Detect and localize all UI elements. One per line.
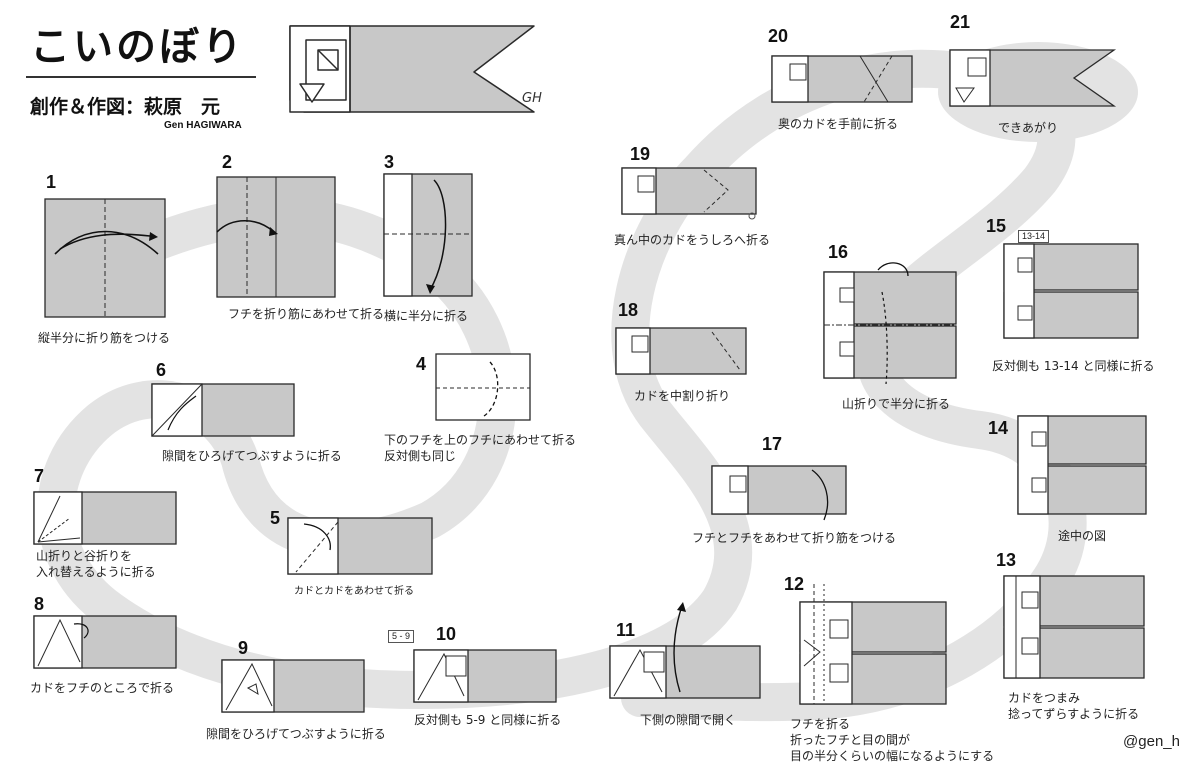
step-caption-2: フチを折り筋にあわせて折る [228, 307, 385, 321]
step-3-diagram [383, 173, 473, 297]
step-number-9: 9 [238, 638, 249, 658]
step-caption-8: カドをフチのところで折る [30, 681, 175, 695]
step-number-19: 19 [630, 144, 651, 164]
step-20-diagram [771, 55, 913, 103]
title-divider [26, 76, 256, 78]
step-number-8: 8 [34, 594, 45, 614]
author-handle: @gen_h [1123, 733, 1180, 750]
signature: GH [522, 91, 542, 106]
step-number-10: 10 [436, 624, 457, 644]
step-caption-13: カドをつまみ 捻ってずらすように折る [1008, 691, 1140, 721]
step-caption-4: 下のフチを上のフチにあわせて折る 反対側も同じ [384, 433, 577, 463]
step-number-7: 7 [34, 466, 45, 486]
step-13-diagram [1003, 575, 1145, 679]
step-11-diagram [609, 602, 761, 699]
step-10-diagram [413, 649, 557, 703]
step-caption-5: カドとカドをあわせて折る [294, 586, 414, 597]
author-credit: 創作＆作図：萩原 元 [30, 96, 221, 118]
step-number-4: 4 [416, 354, 427, 374]
step-caption-3: 横に半分に折る [384, 309, 469, 323]
step-4-diagram [435, 353, 531, 421]
step-9-diagram [221, 659, 365, 713]
step-caption-7: 山折りと谷折りを 入れ替えるように折る [36, 549, 156, 579]
step-18-diagram [615, 327, 747, 375]
step-number-16: 16 [828, 242, 849, 262]
step-caption-10: 反対側も 5-9 と同様に折る [414, 713, 562, 727]
page-title: こいのぼり [30, 24, 245, 70]
step-number-11: 11 [616, 620, 636, 640]
step-number-14: 14 [988, 418, 1009, 438]
step-16-diagram [823, 262, 957, 385]
step-number-13: 13 [996, 550, 1017, 570]
step-number-2: 2 [222, 152, 233, 172]
step-12-diagram [799, 584, 947, 705]
step-caption-18: カドを中割り折り [634, 389, 731, 403]
step-10-reference-tag: 5 - 9 [388, 630, 415, 643]
step-caption-11: 下側の隙間で開く [640, 713, 737, 727]
step-caption-20: 奥のカドを手前に折る [778, 117, 899, 131]
step-7-diagram [33, 491, 177, 545]
step-number-12: 12 [784, 574, 805, 594]
finished-koinobori-illustration: GH [289, 25, 542, 113]
step-caption-19: 真ん中のカドをうしろへ折る [614, 233, 771, 247]
step-number-17: 17 [762, 434, 783, 454]
step-number-15: 15 [986, 216, 1007, 236]
step-number-6: 6 [156, 360, 167, 380]
step-caption-16: 山折りで半分に折る [842, 397, 951, 411]
step-19-diagram [621, 167, 757, 220]
step-caption-9: 隙間をひろげてつぶすように折る [206, 727, 386, 741]
step-5-diagram [287, 517, 433, 575]
author-credit-en: Gen HAGIWARA [164, 120, 242, 131]
step-number-5: 5 [270, 508, 281, 528]
step-number-1: 1 [46, 172, 57, 192]
step-caption-6: 隙間をひろげてつぶすように折る [162, 449, 342, 463]
step-caption-1: 縦半分に折り筋をつける [38, 331, 171, 345]
step-17-diagram [711, 465, 847, 521]
step-21-diagram [949, 49, 1117, 107]
step-14-diagram [1017, 415, 1147, 515]
step-caption-15: 反対側も 13-14 と同様に折る [992, 359, 1155, 373]
step-number-20: 20 [768, 26, 789, 46]
step-caption-17: フチとフチをあわせて折り筋をつける [692, 531, 897, 545]
step-number-18: 18 [618, 300, 639, 320]
step-number-21: 21 [950, 12, 971, 32]
step-caption-12: フチを折る 折ったフチと目の間が 目の半分くらいの幅になるようにする [790, 717, 995, 763]
step-6-diagram [151, 383, 295, 437]
step-number-3: 3 [384, 152, 395, 172]
step-2-diagram [216, 176, 336, 298]
step-caption-14: 途中の図 [1058, 529, 1107, 543]
step-15-reference-tag: 13-14 [1018, 230, 1050, 243]
step-15-diagram [1003, 243, 1139, 339]
step-1-diagram [44, 198, 166, 318]
step-8-diagram [33, 615, 177, 669]
step-caption-21: できあがり [998, 121, 1059, 135]
